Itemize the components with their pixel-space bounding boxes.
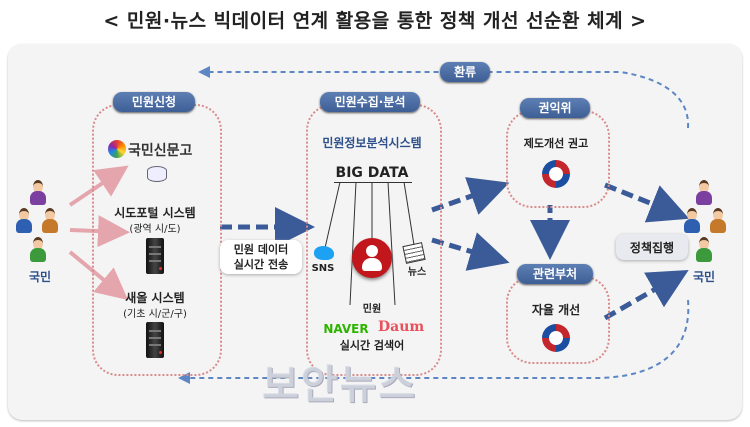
acrc-group [506,110,610,208]
news-label: 뉴스 [407,267,427,278]
minwon-label: 민원 [362,304,382,315]
recommend-label: 제도개선 권고 [523,137,589,150]
feedback-label: 환류 [440,62,490,82]
government-emblem-icon [542,160,570,188]
person-icon [684,208,700,234]
ministry-label: 관련부처 [517,264,593,284]
watermark: 보안뉴스 [262,362,418,408]
saeol-sub-label: (기초 시/군/구) [123,309,187,320]
portal-sub-label: (광역 시/도) [129,224,181,235]
person-icon [30,180,46,206]
collect-group-label: 민원수집·분석 [320,92,420,112]
person-icon [42,208,58,234]
analysis-system-label: 민원정보분석시스템 [322,136,422,150]
sinmungo-logo [108,140,126,158]
transfer-box [220,240,302,274]
self-improve-label: 자율 개선 [531,303,581,317]
government-emblem-icon [542,324,570,352]
person-icon [696,180,712,206]
server-icon [146,238,164,274]
portal-label: 시도포털 시스템 [114,206,196,220]
naver-logo: NAVER [323,322,369,336]
person-icon [710,208,726,234]
sinmungo-label: 국민신문고 [128,143,193,159]
feedback-arc-top [198,66,690,129]
policy-label: 정책집행 [629,241,675,255]
person-icon [16,208,32,234]
server-icon [146,322,164,358]
feedback-arc-bottom [178,299,690,384]
policy-box [616,234,688,260]
database-icon [147,166,167,182]
petition-group-label: 민원신청 [113,92,195,112]
sns-label: SNS [311,263,335,274]
transfer-label: 민원 데이터 실시간 전송 [233,243,289,271]
saeol-label: 새올 시스템 [125,291,185,305]
daum-logo: Daum [378,319,425,335]
citizen-left-label: 국민 [28,270,52,284]
person-icon [696,237,712,263]
page-title: < 민원·뉴스 빅데이터 연계 활용을 통한 정책 개선 선순환 체계 > [103,10,647,32]
realtime-search-label: 실시간 검색어 [339,339,405,352]
bigdata-label: BIG DATA [335,165,409,181]
minwon-person-icon [352,238,392,278]
twitter-icon [314,246,334,260]
person-icon [30,237,46,263]
citizen-right-label: 국민 [692,270,716,284]
bigdata-bar [334,182,412,183]
acrc-label: 권익위 [520,98,590,118]
